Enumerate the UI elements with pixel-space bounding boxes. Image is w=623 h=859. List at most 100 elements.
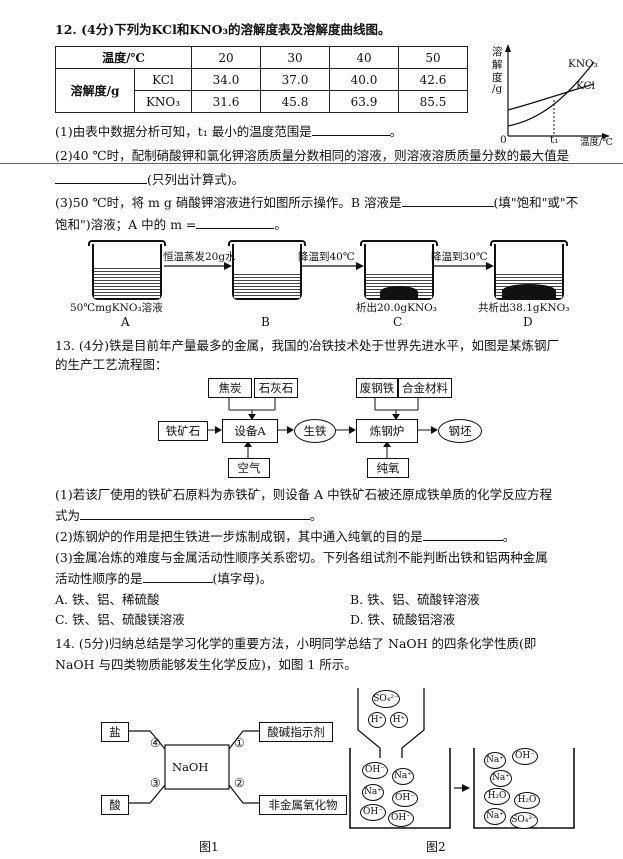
fig1-num4: ④: [150, 736, 161, 750]
q13-part1: (1)若该厂使用的铁矿石原料为赤铁矿，则设备 A 中铁矿石被还原成铁单质的化学反…: [55, 487, 553, 502]
q12-title: 12. (4分)下列为KCl和KNO₃的溶解度表及溶解度曲线图。: [55, 22, 391, 37]
fig1-num2: ②: [234, 776, 245, 790]
arrow3-label: 降温到30℃: [431, 251, 488, 263]
beaker-label: D: [523, 315, 533, 329]
beaker-c-caption: 析出20.0gKNO₃: [356, 302, 437, 314]
flow-furnace: 炼钢炉: [356, 419, 418, 443]
ion-oh: OH⁻: [388, 810, 414, 827]
kcl-curve: [507, 83, 595, 111]
q13-option-d: D. 铁、硫酸铝溶液: [350, 612, 456, 627]
q14-intro: NaOH 与四类物质能够发生化学反应)，如图 1 所示。: [55, 657, 357, 672]
graph-t1: t₁: [550, 134, 559, 146]
q14-intro: 14. (5分)归纳总结是学习化学的重要方法，小明同学总结了 NaOH 的四条化…: [55, 636, 537, 651]
graph-series-kcl: KCl: [576, 80, 595, 92]
graph-ylabel: 解: [492, 59, 503, 71]
molecule-h2o: H₂O: [514, 792, 540, 809]
ion-na: Na⁺: [362, 784, 384, 801]
ion-na: Na⁺: [490, 770, 512, 787]
q12-part3: (3)50 ℃时，将 m g 硝酸钾溶液进行如图所示操作。B 溶液是(填"饱和"…: [55, 195, 579, 210]
table-cell: 42.6: [398, 68, 468, 91]
table-row-name: KCl: [134, 68, 192, 91]
molecule-h2o: H₂O: [484, 788, 510, 805]
fig1-naoh: NaOH: [172, 760, 209, 774]
beaker-b: [228, 240, 306, 300]
flow-coke: 焦炭: [208, 378, 252, 398]
kno3-curve: [507, 61, 595, 127]
flow-device-a: 设备A: [222, 419, 278, 443]
fig1-caption: 图1: [199, 840, 219, 854]
ion-na: Na⁺: [484, 752, 506, 769]
q12-part3b: 饱和")溶液；A 中的 m =。: [55, 217, 287, 232]
table-cell: 63.9: [329, 90, 399, 113]
solubility-curve-graph: [505, 44, 610, 139]
flow-alloy: 合金材料: [398, 378, 452, 398]
q13-part1b: 式为。: [55, 508, 323, 523]
q13-option-a: A. 铁、铝、稀硫酸: [55, 592, 160, 607]
solubility-table: 温度/℃ 20 30 40 50 溶解度/g KCl 34.0 37.0 40.…: [55, 46, 468, 113]
table-header-temp: 温度/℃: [55, 46, 192, 69]
ion-h: H⁺: [368, 712, 386, 728]
beaker-d-caption: 共析出38.1gKNO₃: [478, 302, 570, 314]
step-arrows: [164, 262, 494, 270]
ion-so4: SO₄²⁻: [372, 690, 400, 708]
table-cell: 85.5: [398, 90, 468, 113]
fig1-salt: 盐: [101, 722, 129, 742]
ion-oh: OH⁻: [362, 762, 388, 779]
q12-part2b: (只列出计算式)。: [55, 171, 244, 188]
q13-part3: (3)金属冶炼的难度与金属活动性顺序关系密切。下列各组试剂不能判断出铁和铝两种金…: [55, 550, 548, 565]
table-cell: 40.0: [329, 68, 399, 91]
fig2-caption: 图2: [426, 840, 446, 854]
beaker-label: A: [121, 315, 130, 329]
q13-intro: 13. (4分)铁是目前年产量最多的金属，我国的冶铁技术处于世界先进水平，如图是…: [55, 338, 560, 353]
q13-intro: 的生产工艺流程图：: [55, 357, 168, 372]
flow-oxygen: 纯氧: [367, 458, 409, 478]
graph-ylabel: /g: [492, 83, 503, 95]
q13-option-c: C. 铁、铝、硫酸镁溶液: [55, 612, 185, 627]
fig1-num1: ①: [234, 736, 245, 750]
ion-oh: OH⁻: [392, 790, 418, 807]
table-cell: 45.8: [260, 90, 330, 113]
fig1-indicator: 酸碱指示剂: [259, 722, 333, 742]
table-temp: 30: [260, 46, 330, 69]
flow-pig-iron: 生铁: [294, 419, 336, 443]
flow-air: 空气: [228, 458, 270, 478]
table-temp: 20: [191, 46, 261, 69]
table-header-solubility: 溶解度/g: [55, 68, 135, 113]
graph-ylabel: 度: [492, 72, 503, 84]
table-cell: 34.0: [191, 68, 261, 91]
beaker-label: B: [261, 315, 270, 329]
arrow1-label: 恒温蒸发20g水: [163, 251, 236, 263]
q12-part1: (1)由表中数据分析可知，t₁ 最小的温度范围是。: [55, 124, 403, 139]
table-cell: 37.0: [260, 68, 330, 91]
graph-ylabel: 溶: [492, 46, 503, 58]
ion-oh: OH⁻: [512, 748, 538, 765]
fig1-acid: 酸: [101, 795, 129, 815]
arrow2-label: 降温到40℃: [298, 251, 355, 263]
flow-arrows: [206, 398, 438, 458]
beaker-a: [88, 240, 166, 300]
beaker-d: [490, 240, 568, 300]
beaker-a-caption: 50℃mgKNO₃溶液: [70, 302, 163, 314]
q13-part3b: 活动性顺序的是(填字母)。: [55, 571, 273, 586]
beaker-c: [360, 240, 438, 300]
q13-option-b: B. 铁、铝、硫酸锌溶液: [350, 592, 480, 607]
table-cell: 31.6: [191, 90, 261, 113]
ion-na: Na⁺: [392, 768, 414, 785]
flow-limestone: 石灰石: [254, 378, 298, 398]
flow-billet: 钢坯: [438, 419, 482, 443]
fig1-connectors: [129, 730, 259, 804]
flow-ore: 铁矿石: [158, 421, 208, 441]
ion-oh: OH⁻: [360, 804, 386, 821]
ion-h: H⁺: [390, 712, 408, 728]
q12-part2: (2)40 ℃时，配制硝酸钾和氯化钾溶质质量分数相同的溶液，则溶液溶质质量分数的…: [55, 148, 570, 163]
table-row-name: KNO₃: [134, 90, 192, 113]
flow-scrap: 废钢铁: [356, 378, 398, 398]
graph-origin: 0: [500, 134, 507, 146]
graph-series-kno3: KNO₃: [568, 58, 598, 70]
ion-na: Na⁺: [484, 808, 506, 825]
graph-xlabel: 温度/℃: [580, 137, 613, 148]
ion-so4: SO₄²⁻: [510, 812, 538, 829]
fig1-num3: ③: [150, 776, 161, 790]
fig1-nonmetal-oxide: 非金属氧化物: [259, 795, 347, 815]
beaker-label: C: [393, 315, 403, 329]
